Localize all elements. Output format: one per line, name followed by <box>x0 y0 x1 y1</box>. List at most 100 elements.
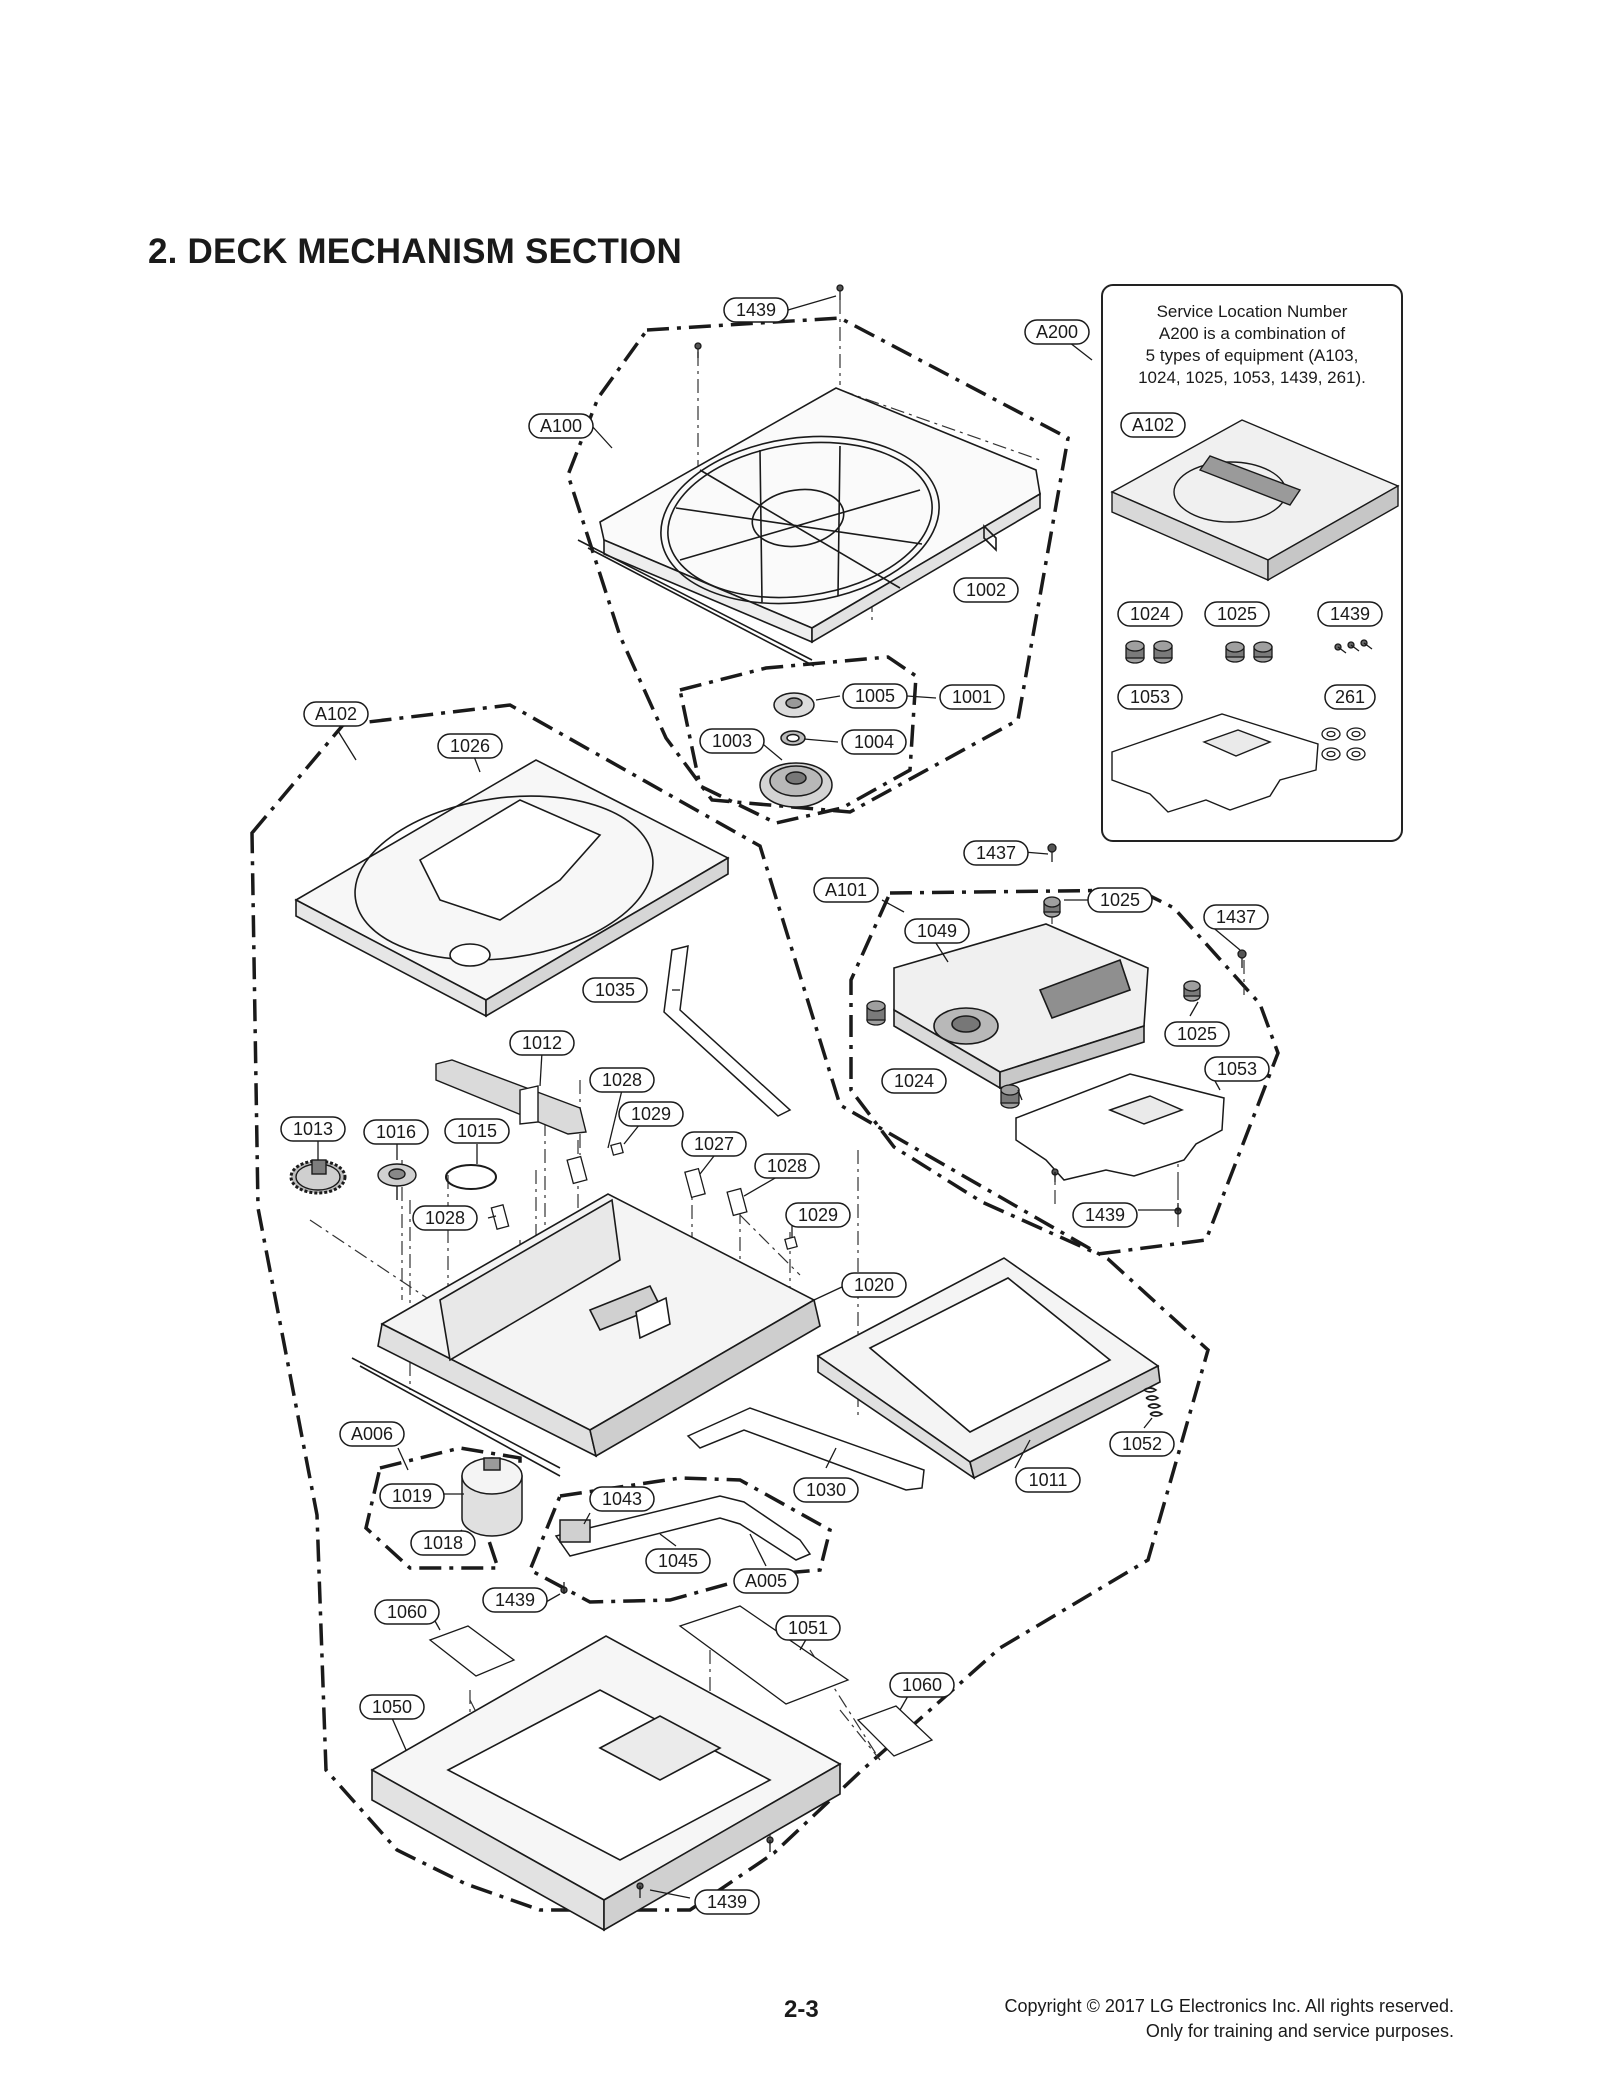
callout-pill <box>881 1068 947 1094</box>
part-1025-damper <box>1043 896 1201 1002</box>
callout-1011: 1011 <box>1015 1467 1081 1493</box>
label-pads <box>490 1142 798 1250</box>
callout-1045: 1045 <box>645 1548 711 1574</box>
part-1030-flat-cable <box>686 1407 925 1491</box>
callout-text: 1012 <box>522 1033 562 1053</box>
callout-1028: 1028 <box>412 1205 478 1231</box>
part-1025-damper-pair <box>1225 641 1273 663</box>
callout-text: 1439 <box>707 1892 747 1912</box>
callout-pill <box>1117 684 1183 710</box>
callout-pill <box>363 1119 429 1145</box>
callout-text: 1439 <box>736 300 776 320</box>
copyright-line: Only for training and service purposes. <box>1145 2021 1454 2041</box>
callout-text: 1028 <box>767 1156 807 1176</box>
callout-text: 261 <box>1335 687 1365 707</box>
callout-1001: 1001 <box>939 684 1005 710</box>
callout-pill <box>509 1030 575 1056</box>
callout-1029: 1029 <box>785 1202 851 1228</box>
callout-text: 1439 <box>1330 604 1370 624</box>
callout-a102: A102 <box>1120 412 1186 438</box>
group-boundary-a101 <box>849 888 1280 1256</box>
part-1052-spring <box>1143 1387 1164 1417</box>
callout-pill <box>793 1477 859 1503</box>
callout-pill <box>589 1067 655 1093</box>
part-1015-belt <box>445 1164 497 1190</box>
callout-a006: A006 <box>339 1421 405 1447</box>
group-boundary-1001 <box>677 655 918 825</box>
part-1050-bottom-cover <box>370 1635 842 1932</box>
callout-pill <box>444 1118 510 1144</box>
callout-pill <box>303 701 369 727</box>
callout-pill <box>733 1568 799 1594</box>
group-boundary-a100 <box>566 316 1070 814</box>
part-1003-turntable <box>759 762 833 808</box>
callout-1053: 1053 <box>1204 1056 1270 1082</box>
callout-1437: 1437 <box>1203 904 1269 930</box>
callout-1043: 1043 <box>589 1486 655 1512</box>
callout-pill <box>412 1205 478 1231</box>
part-1060-sheet <box>428 1625 516 1677</box>
callout-text: 1030 <box>806 1480 846 1500</box>
callout-text: 1052 <box>1122 1434 1162 1454</box>
part-1049-loader <box>893 923 1149 1090</box>
callout-1012: 1012 <box>509 1030 575 1056</box>
callout-1439: 1439 <box>1317 601 1383 627</box>
part-1051-sheet <box>678 1605 850 1705</box>
callout-1060: 1060 <box>374 1599 440 1625</box>
callout-pill <box>775 1615 841 1641</box>
copyright-notice: Copyright © 2017 LG Electronics Inc. All… <box>1005 1994 1454 2044</box>
callout-text: 1025 <box>1100 890 1140 910</box>
callout-pill <box>723 297 789 323</box>
callout-1027: 1027 <box>681 1131 747 1157</box>
callout-1018: 1018 <box>410 1530 476 1556</box>
note-line: 5 types of equipment (A103, <box>1145 346 1359 365</box>
callout-pill <box>410 1530 476 1556</box>
callout-text: 1013 <box>293 1119 333 1139</box>
callout-text: 1053 <box>1130 687 1170 707</box>
callout-1003: 1003 <box>699 728 765 754</box>
callout-text: 1045 <box>658 1551 698 1571</box>
callout-pill <box>1164 1021 1230 1047</box>
callout-pill <box>374 1599 440 1625</box>
callout-1029: 1029 <box>618 1101 684 1127</box>
callout-1439: 1439 <box>482 1587 548 1613</box>
callout-pill <box>1324 684 1376 710</box>
callout-text: A102 <box>315 704 357 724</box>
callout-1002: 1002 <box>953 577 1019 603</box>
part-1028-pad <box>490 1204 510 1230</box>
note-line: A200 is a combination of <box>1158 324 1346 343</box>
callout-pill <box>589 1486 655 1512</box>
callout-text: 1025 <box>1217 604 1257 624</box>
callout-text: 1060 <box>387 1602 427 1622</box>
callout-1013: 1013 <box>280 1116 346 1142</box>
callout-pill <box>939 684 1005 710</box>
callout-1049: 1049 <box>904 918 970 944</box>
callout-1439: 1439 <box>694 1889 760 1915</box>
screws <box>560 284 1247 1898</box>
callout-text: 1011 <box>1029 1470 1068 1490</box>
callout-pill <box>1317 601 1383 627</box>
callout-pill <box>582 977 648 1003</box>
callout-pill <box>618 1101 684 1127</box>
callout-pill <box>528 413 594 439</box>
callout-pill <box>904 918 970 944</box>
callout-text: 1024 <box>1130 604 1170 624</box>
callout-text: 1002 <box>966 580 1006 600</box>
callout-text: A005 <box>745 1571 787 1591</box>
callout-text: 1015 <box>457 1121 497 1141</box>
callout-1015: 1015 <box>444 1118 510 1144</box>
callout-1030: 1030 <box>793 1477 859 1503</box>
group-boundary-a102 <box>250 703 1210 1912</box>
callout-pill <box>1204 601 1270 627</box>
callout-text: 1018 <box>423 1533 463 1553</box>
callout-text: 1050 <box>372 1697 412 1717</box>
callout-pill <box>359 1694 425 1720</box>
callout-pill <box>841 729 907 755</box>
callout-pill <box>785 1202 851 1228</box>
callout-text: 1024 <box>894 1071 934 1091</box>
callout-pill <box>379 1483 445 1509</box>
callout-1028: 1028 <box>589 1067 655 1093</box>
callout-pill <box>645 1548 711 1574</box>
